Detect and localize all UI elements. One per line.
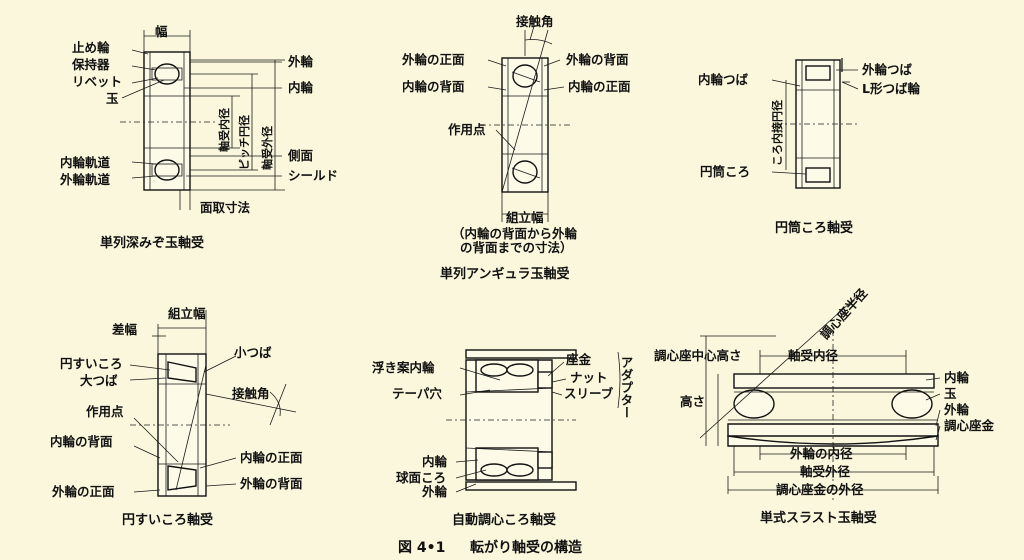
tr-label-outer-back: 外輪の背面 <box>239 476 303 491</box>
dg-label-outside-dia: 軸受外径 <box>260 126 274 170</box>
ac-label-inner-back: 内輪の背面 <box>402 79 465 94</box>
ac-label-assembly-width: 組立幅 <box>506 210 544 225</box>
sa-label-washer: 座金 <box>565 352 592 367</box>
dg-label-width: 幅 <box>155 24 168 39</box>
ac-label-outer-back: 外輪の背面 <box>565 52 629 67</box>
tr-label-large-rib: 大つば <box>80 373 118 388</box>
dg-label-rivet: リベット <box>72 74 122 89</box>
ac-title: 単列アンギュラ玉軸受 <box>440 266 569 282</box>
ac-label-inner-front: 内輪の正面 <box>568 79 631 94</box>
tapered-roller-bearing-drawing <box>129 310 297 497</box>
sa-label-sleeve: スリーブ <box>564 386 614 401</box>
figure-caption: 転がり軸受の構造 <box>470 539 582 556</box>
cy-label-l-ring: L形つば輪 <box>862 81 920 96</box>
dg-label-side-face: 側面 <box>287 148 314 163</box>
sa-label-floating-ring: 浮き案内輪 <box>372 360 435 375</box>
sa-title: 自動調心ころ軸受 <box>452 512 556 528</box>
th-label-outside-dia: 軸受外径 <box>800 464 851 479</box>
sa-label-outer-ring: 外輪 <box>421 484 448 499</box>
cylindrical-roller-bearing-drawing <box>771 58 860 189</box>
dg-label-inner-raceway: 内輪軌道 <box>60 155 111 170</box>
tr-title: 円すいころ軸受 <box>122 512 213 528</box>
th-label-seat-center-height: 調心座中心高さ <box>654 348 742 363</box>
th-label-height: 高さ <box>680 394 705 409</box>
th-label-ball: 玉 <box>944 386 957 401</box>
th-label-outer-ring: 外輪 <box>943 402 970 417</box>
tr-label-assembly-width: 組立幅 <box>168 306 206 321</box>
tr-label-inner-front: 内輪の正面 <box>240 450 303 465</box>
sa-label-inner-ring: 内輪 <box>422 454 448 469</box>
dg-label-bore: 軸受内径 <box>217 108 231 152</box>
dg-label-ball: 玉 <box>106 91 119 106</box>
th-label-aligning-washer: 調心座金 <box>944 418 995 433</box>
dg-label-cage: 保持器 <box>71 57 110 72</box>
sa-label-nut: ナット <box>570 370 608 385</box>
th-label-inner-ring: 内輪 <box>944 370 970 385</box>
tr-label-load-point: 作用点 <box>86 404 124 419</box>
deep-groove-ball-bearing-drawing <box>120 30 285 210</box>
th-label-outer-bore: 外輪の内径 <box>789 446 853 461</box>
ac-note-line1: （内輪の背面から外輪 <box>452 226 578 241</box>
cy-label-roller: 円筒ころ <box>700 164 750 179</box>
tr-label-inner-back: 内輪の背面 <box>50 434 113 449</box>
th-title: 単式スラスト玉軸受 <box>760 510 877 526</box>
dg-label-chamfer: 面取寸法 <box>200 200 251 215</box>
th-label-seat-radius: 調心座半径 <box>817 285 870 342</box>
sa-label-taper-bore: テーパ穴 <box>392 386 442 401</box>
sa-label-spherical-roller: 球面ころ <box>396 470 446 485</box>
ac-label-contact-angle: 接触角 <box>516 14 554 29</box>
ac-label-outer-front: 外輪の正面 <box>401 52 465 67</box>
cy-label-inscribed-dia: ころ内接円径 <box>770 100 784 166</box>
dg-title: 単列深みぞ玉軸受 <box>100 235 204 251</box>
tr-label-stand-out: 差幅 <box>111 322 138 337</box>
tr-label-contact-angle: 接触角 <box>232 386 270 401</box>
cy-title: 円筒ころ軸受 <box>775 220 853 236</box>
angular-contact-bearing-drawing <box>480 25 570 222</box>
tr-label-roller: 円すいころ <box>60 356 123 371</box>
dg-label-outer-raceway: 外輪軌道 <box>59 172 111 187</box>
ac-note-line2: の背面までの寸法） <box>460 240 573 255</box>
dg-label-shield: シールド <box>288 168 338 183</box>
dg-label-snap-ring: 止め輪 <box>72 40 110 55</box>
figure-number: 図 4•1 <box>398 540 445 556</box>
self-aligning-roller-bearing-drawing <box>446 349 621 493</box>
th-label-washer-od: 調心座金の外径 <box>776 482 864 497</box>
cy-label-inner-rib: 内輪つば <box>698 72 749 87</box>
dg-label-outer-ring: 外輪 <box>287 54 314 69</box>
sa-label-adapter: アダプター <box>619 356 634 419</box>
thrust-ball-bearing-drawing <box>699 293 941 500</box>
ac-label-load-point: 作用点 <box>448 122 486 137</box>
dg-label-pitch-dia: ピッチ円径 <box>237 115 251 170</box>
dg-label-inner-ring: 内輪 <box>288 80 314 95</box>
cy-label-outer-rib: 外輪つば <box>861 62 913 77</box>
tr-label-outer-front: 外輪の正面 <box>51 484 115 499</box>
th-label-bore: 軸受内径 <box>788 348 839 363</box>
tr-label-small-rib: 小つば <box>233 345 272 360</box>
